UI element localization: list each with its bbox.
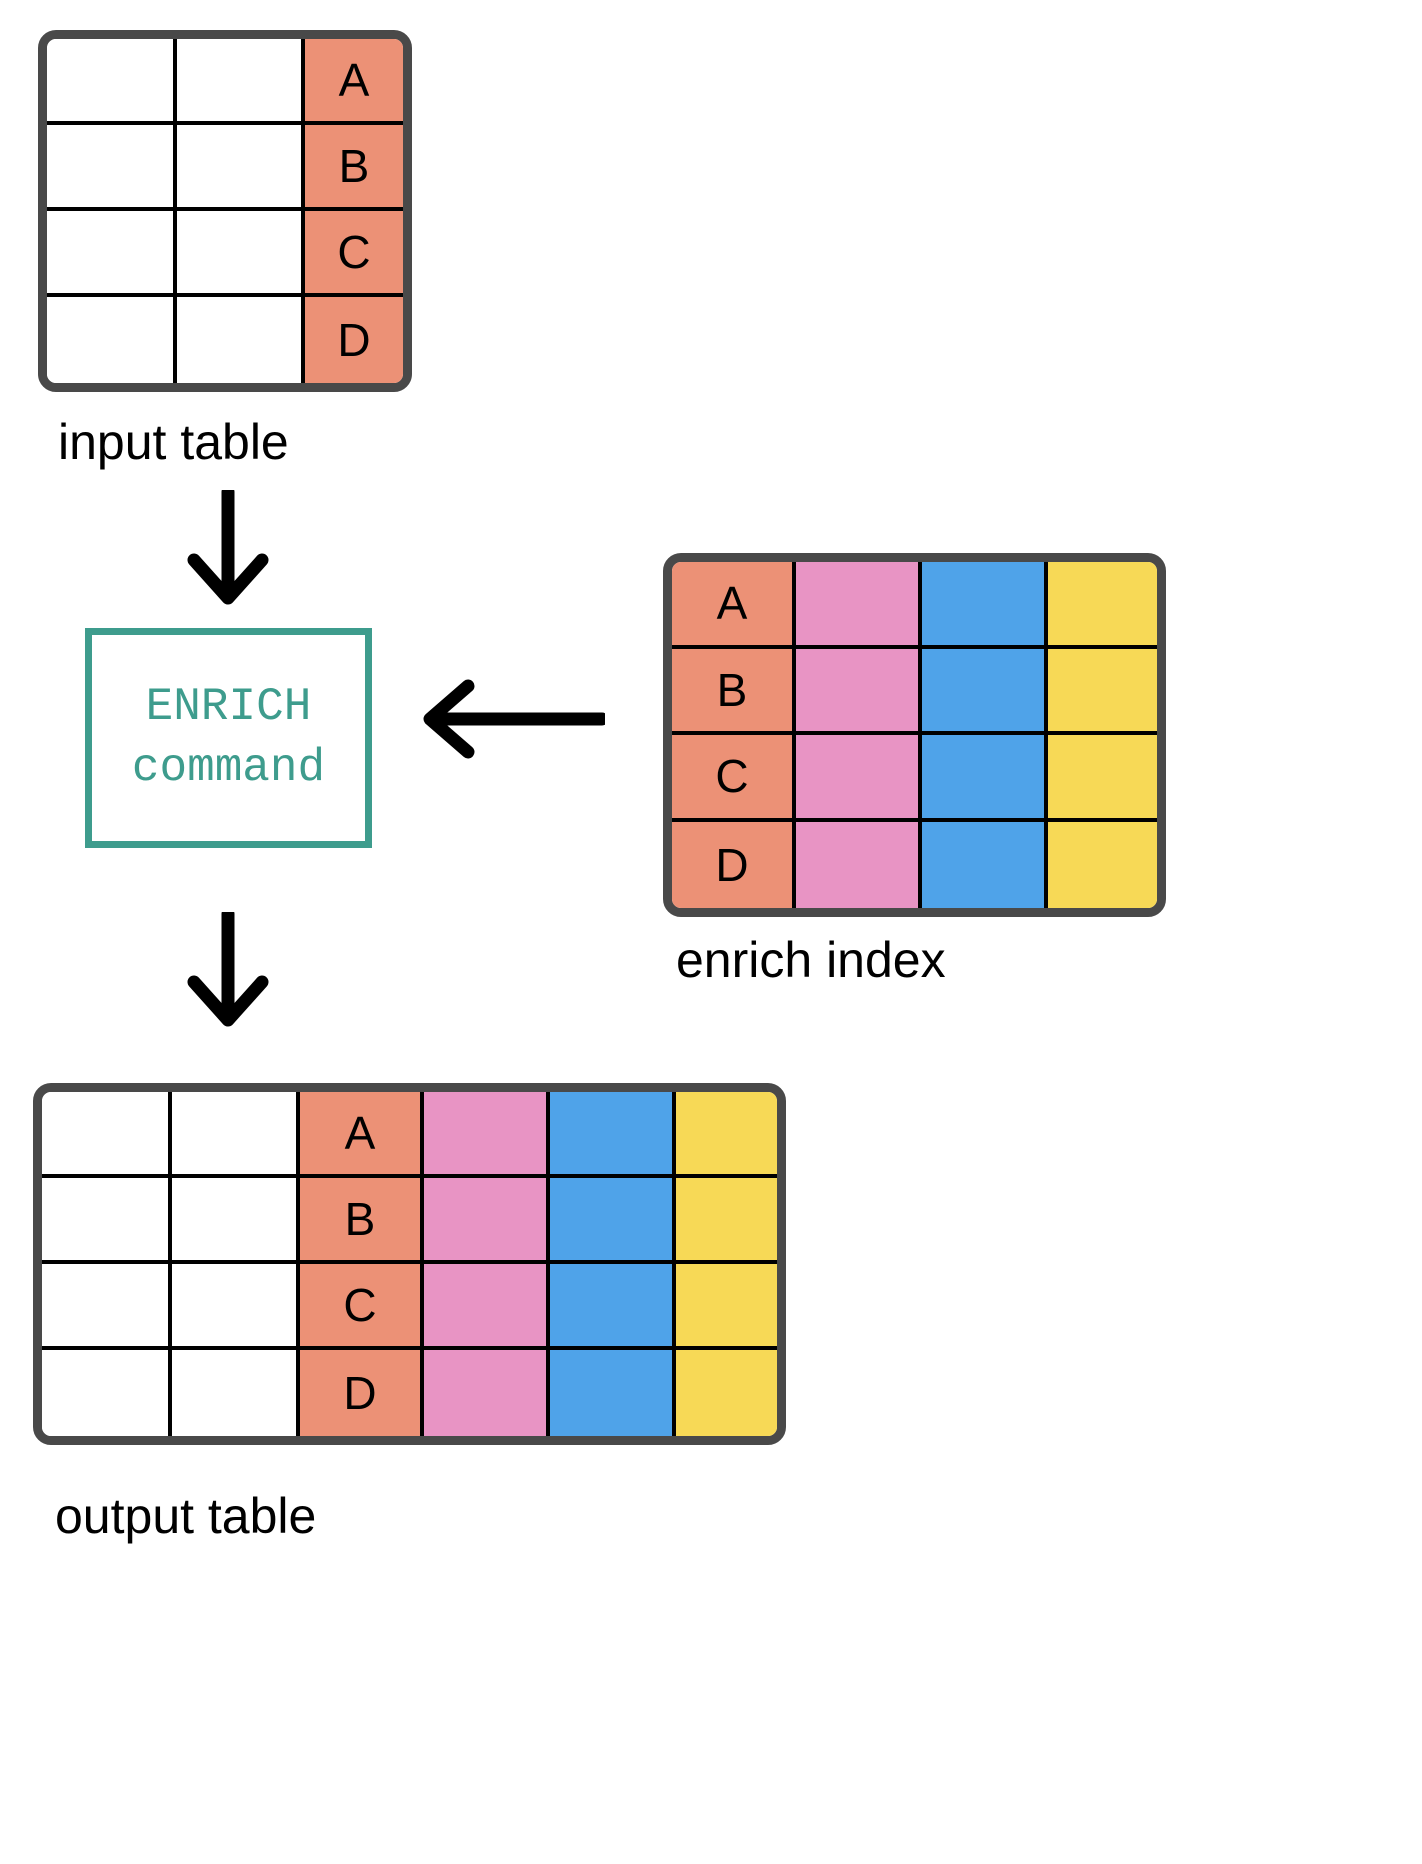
table-row: B xyxy=(42,1178,777,1264)
cell-blank xyxy=(172,1350,300,1436)
cell-yellow xyxy=(676,1350,777,1436)
enrich-index-table: A B C D xyxy=(663,553,1166,917)
cell-yellow xyxy=(676,1092,777,1178)
output-table-label: output table xyxy=(55,1488,317,1544)
cell-key: C xyxy=(672,735,796,822)
cell-pink xyxy=(424,1092,550,1178)
cell-blank xyxy=(172,1092,300,1178)
table-row: A xyxy=(47,39,403,125)
cell-yellow xyxy=(1048,821,1157,908)
table-row: C xyxy=(47,211,403,297)
cell-blank xyxy=(42,1092,172,1178)
cell-key: D xyxy=(305,297,403,383)
cell-yellow xyxy=(1048,648,1157,735)
enrich-command-box[interactable]: ENRICH command xyxy=(85,628,372,848)
cell-blank xyxy=(42,1178,172,1264)
input-table-label: input table xyxy=(58,414,289,470)
cell-pink xyxy=(424,1264,550,1350)
cell-blank xyxy=(42,1350,172,1436)
cell-pink xyxy=(796,821,922,908)
cell-blue xyxy=(550,1350,676,1436)
cell-blue xyxy=(550,1178,676,1264)
table-row: B xyxy=(47,125,403,211)
cell-key: A xyxy=(305,39,403,125)
cell-yellow xyxy=(1048,735,1157,822)
cell-blue xyxy=(922,821,1048,908)
arrow-index-to-command xyxy=(420,678,605,760)
command-name-line: ENRICH xyxy=(145,681,312,734)
cell-key: B xyxy=(672,648,796,735)
cell-key: C xyxy=(305,211,403,297)
cell-blank xyxy=(177,39,305,125)
cell-blank xyxy=(42,1264,172,1350)
cell-pink xyxy=(796,735,922,822)
output-table: A B C D xyxy=(33,1083,786,1445)
cell-blank xyxy=(177,125,305,211)
cell-key: B xyxy=(300,1178,424,1264)
arrow-input-to-command xyxy=(178,490,278,605)
cell-key: D xyxy=(672,821,796,908)
cell-key: B xyxy=(305,125,403,211)
cell-key: A xyxy=(672,562,796,649)
arrow-command-to-output xyxy=(178,912,278,1027)
cell-blue xyxy=(922,735,1048,822)
input-table: A B C D xyxy=(38,30,412,392)
table-row: D xyxy=(42,1350,777,1436)
cell-pink xyxy=(424,1350,550,1436)
enrich-index-label: enrich index xyxy=(676,932,946,988)
cell-blank xyxy=(47,211,177,297)
cell-yellow xyxy=(1048,562,1157,649)
cell-blank xyxy=(47,39,177,125)
cell-pink xyxy=(796,562,922,649)
cell-blank xyxy=(177,297,305,383)
command-word-line: command xyxy=(131,742,326,794)
table-row: D xyxy=(672,821,1157,908)
table-row: C xyxy=(672,735,1157,822)
table-row: B xyxy=(672,648,1157,735)
cell-blank xyxy=(47,297,177,383)
cell-blank xyxy=(172,1264,300,1350)
cell-blue xyxy=(550,1092,676,1178)
cell-blue xyxy=(922,562,1048,649)
table-row: A xyxy=(42,1092,777,1178)
table-row: C xyxy=(42,1264,777,1350)
cell-yellow xyxy=(676,1178,777,1264)
cell-blank xyxy=(172,1178,300,1264)
table-row: D xyxy=(47,297,403,383)
cell-blank xyxy=(47,125,177,211)
cell-yellow xyxy=(676,1264,777,1350)
cell-blank xyxy=(177,211,305,297)
cell-blue xyxy=(922,648,1048,735)
cell-blue xyxy=(550,1264,676,1350)
cell-key: D xyxy=(300,1350,424,1436)
table-row: A xyxy=(672,562,1157,649)
cell-key: A xyxy=(300,1092,424,1178)
cell-pink xyxy=(424,1178,550,1264)
cell-pink xyxy=(796,648,922,735)
cell-key: C xyxy=(300,1264,424,1350)
